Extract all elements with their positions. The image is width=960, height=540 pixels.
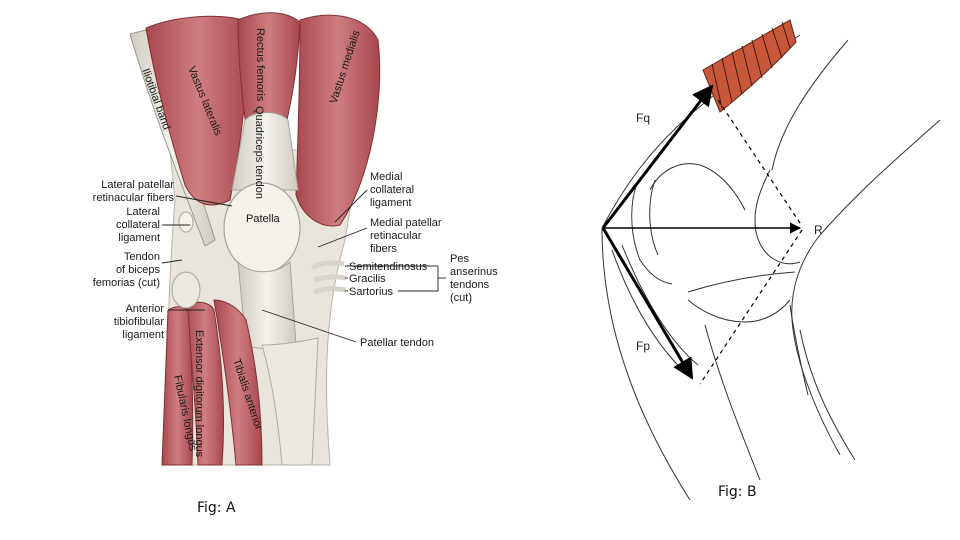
label-gracilis: Gracilis [349,273,386,285]
label-pes-anserinus-2: anserinus [450,266,498,278]
label-tendon-biceps-1: Tendon [124,251,160,263]
force-vectors [601,84,714,380]
label-quadriceps-tendon: Quadriceps tendon [253,106,265,199]
label-lateral-collateral-3: ligament [118,232,160,244]
label-rectus-femoris: Rectus femoris [254,28,266,102]
label-anterior-tibiofibular-1: Anterior [125,303,164,315]
rectus-femoris-shape [237,12,301,141]
label-r: R [814,223,823,237]
quadriceps-tendon-shape [231,112,299,191]
force-parallelogram [699,99,803,385]
label-lateral-patellar-2: retinacular fibers [93,192,175,204]
label-pes-anserinus-1: Pes [450,253,469,265]
caption-figure-b: Fig: B [718,484,757,500]
label-pes-anserinus-3: tendons [450,279,490,291]
figure-a-leaders [161,189,446,343]
sartorius-tendon [313,286,347,295]
label-extensor-digitorum: Extensor digitorum longus [193,330,205,458]
label-tendon-biceps-2: of biceps [116,264,161,276]
label-lateral-collateral-2: collateral [116,219,160,231]
label-fp: Fp [636,339,650,353]
label-medial-patellar-1: Medial patellar [370,217,442,229]
label-tendon-biceps-3: femorias (cut) [93,277,160,289]
label-medial-patellar-3: fibers [370,243,397,255]
tibialis-anterior-shape [213,299,263,466]
label-anterior-tibiofibular-2: tibiofibular [114,316,164,328]
label-lateral-patellar-1: Lateral patellar [101,179,174,191]
label-patellar-tendon: Patellar tendon [360,337,434,349]
fibula-head-shape [171,271,201,309]
label-fq: Fq [636,111,650,125]
label-medial-collateral-2: collateral [370,184,414,196]
caption-figure-a: Fig: A [197,500,236,516]
vector-fp [601,227,694,380]
label-anterior-tibiofibular-3: ligament [122,329,164,341]
label-medial-collateral-1: Medial [370,171,402,183]
vastus-medialis-shape [295,14,381,227]
label-lateral-collateral-1: Lateral [126,206,160,218]
label-sartorius: Sartorius [349,286,394,298]
label-patella: Patella [246,213,281,225]
knee-anatomy [129,12,381,466]
vector-fq [601,84,714,229]
label-pes-anserinus-4: (cut) [450,292,472,304]
biceps-tendon-cut [178,211,194,233]
extensor-digitorum-shape [185,301,225,466]
label-medial-patellar-2: retinacular [370,230,422,242]
quadriceps-muscle [702,19,797,113]
gracilis-tendon [313,274,347,283]
tibia-shape [261,337,319,466]
label-medial-collateral-3: ligament [370,197,412,209]
knee-outline [601,34,941,501]
label-semitendinosus: Semitendinosus [349,261,428,273]
semitendinosus-tendon [310,260,345,271]
